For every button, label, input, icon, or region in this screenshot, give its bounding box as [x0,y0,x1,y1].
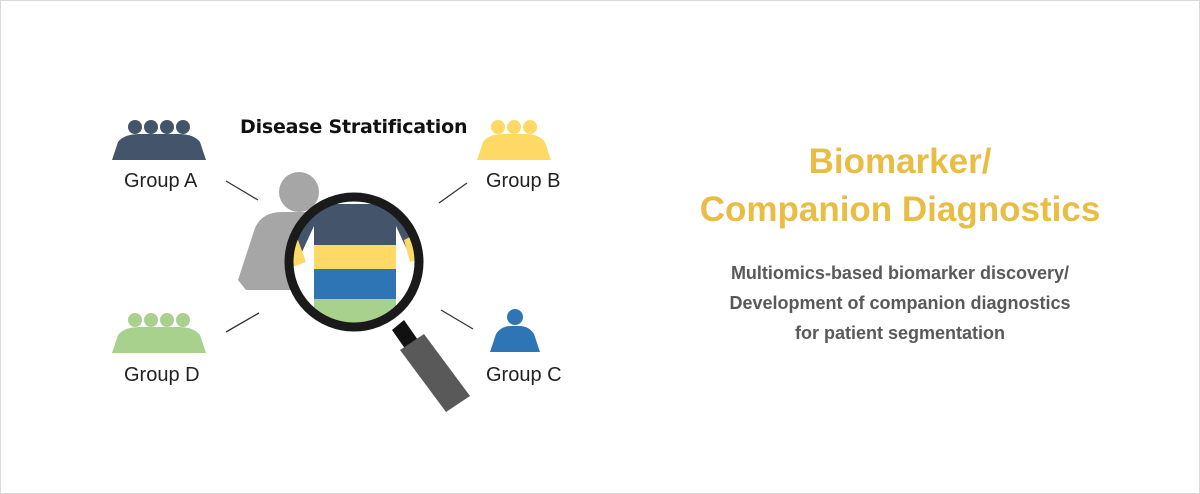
description-line-3: for patient segmentation [794,323,1005,343]
description-line-2: Development of companion diagnostics [729,293,1071,313]
disease-stratification-diagram: Disease Stratification Group A Group B G… [112,116,562,412]
magnifier-ring [284,192,424,332]
magnifier-handle [400,334,470,412]
description: Multiomics-based biomarker discovery/ De… [600,258,1200,348]
group-b-people-icon [477,120,551,160]
group-d-label: Group D [124,364,200,386]
group-a-label: Group A [124,170,198,192]
diagram-title: Disease Stratification [240,116,468,138]
description-line-1: Multiomics-based biomarker discovery/ [730,263,1070,283]
group-d-people-icon [112,313,206,353]
group-a-people-icon [112,120,206,160]
magnified-stratified-person [289,197,419,327]
group-c-label: Group C [486,364,562,386]
info-panel: Biomarker/ Companion Diagnostics Multiom… [600,0,1200,494]
group-b-label: Group B [486,170,561,192]
diagram-artwork [112,120,551,412]
group-c-person-icon [490,309,540,352]
headline-line-1: Biomarker/ [808,142,992,181]
headline-line-2: Companion Diagnostics [699,190,1101,229]
connector-lines [225,180,474,333]
headline: Biomarker/ Companion Diagnostics [600,138,1200,234]
